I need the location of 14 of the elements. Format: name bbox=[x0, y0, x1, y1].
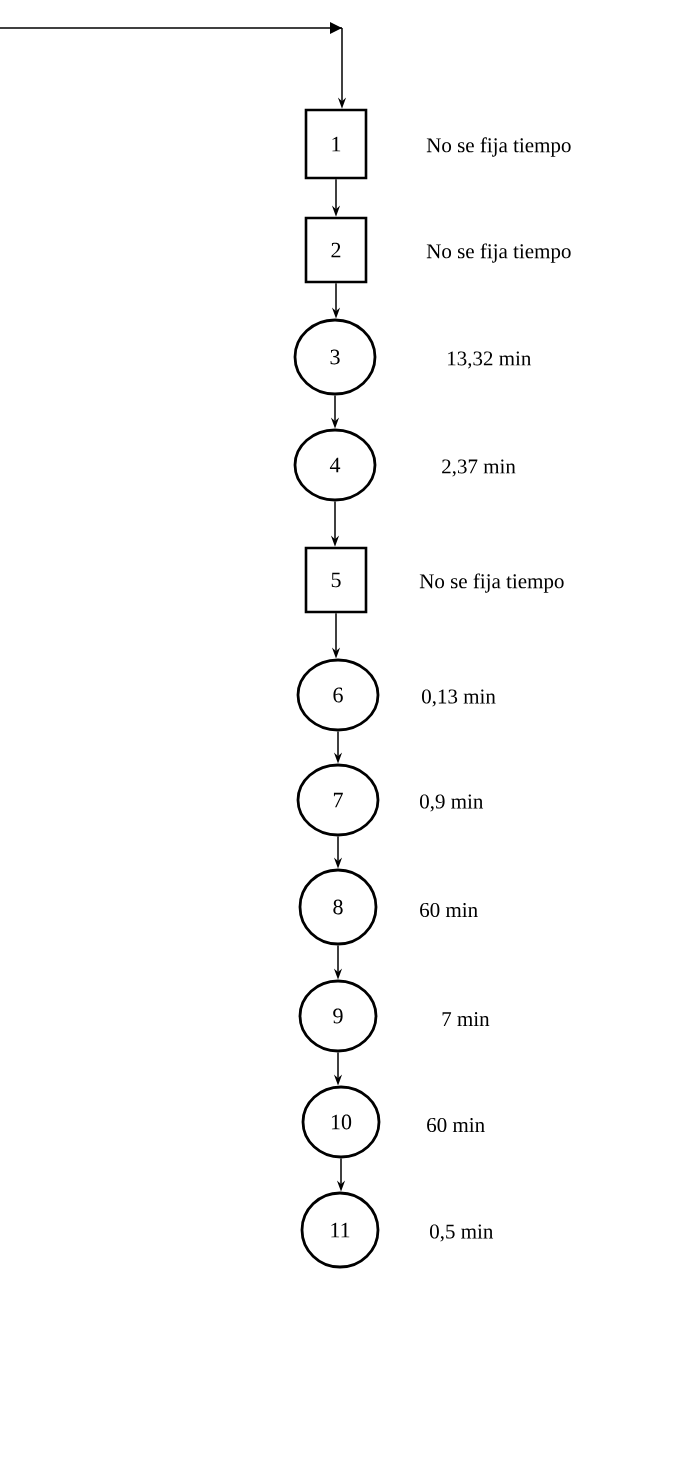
process-box: 5 bbox=[304, 546, 368, 614]
time-label: 60 min bbox=[427, 1117, 485, 1133]
time-label: 60 min bbox=[420, 902, 478, 918]
time-label: No se fija tiempo bbox=[426, 137, 571, 157]
time-label: 0,9 min bbox=[420, 794, 484, 812]
time-label: 13,32 min bbox=[448, 351, 532, 369]
process-box: 1 bbox=[304, 108, 368, 180]
process-box: 2 bbox=[304, 216, 368, 284]
time-label: No se fija tiempo bbox=[426, 243, 571, 263]
time-label: No se fija tiempo bbox=[419, 573, 564, 593]
time-label: 0,5 min bbox=[430, 1224, 494, 1242]
time-label: 7 min bbox=[442, 1012, 490, 1026]
time-label: 2,37 min bbox=[442, 459, 516, 477]
time-label: 0,13 min bbox=[422, 689, 496, 707]
